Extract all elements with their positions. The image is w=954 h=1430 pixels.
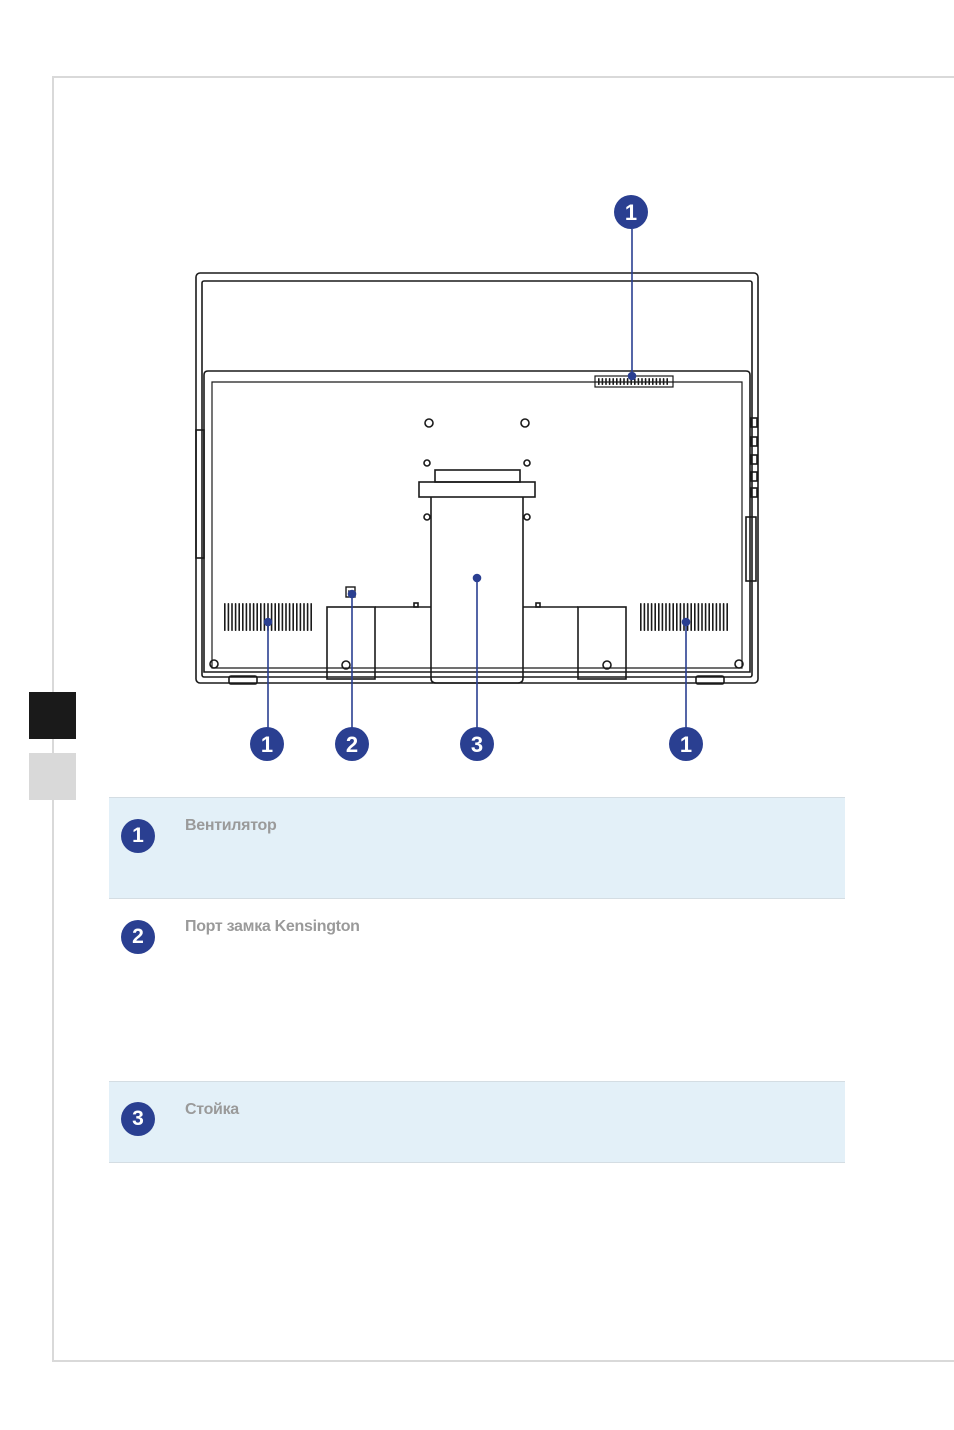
side-panel-right <box>746 517 756 581</box>
callout-number: 3 <box>471 732 483 757</box>
page-frame-bottom <box>52 1360 954 1362</box>
callout-number: 1 <box>625 200 637 225</box>
item-row-stand: 3 Стойка <box>109 1081 845 1163</box>
item-number-badge: 2 <box>121 920 155 954</box>
item-label: Стойка <box>185 1101 239 1119</box>
callout-fan-left: 1 <box>250 727 284 761</box>
item-label: Порт замка Kensington <box>185 918 360 936</box>
item-row-fan: 1 Вентилятор <box>109 797 845 899</box>
callout-number: 2 <box>346 732 358 757</box>
item-number-badge: 3 <box>121 1102 155 1136</box>
callout-fan-right: 1 <box>669 727 703 761</box>
callout-fan-top: 1 <box>614 195 648 229</box>
item-row-kensington: 2 Порт замка Kensington <box>109 899 845 1081</box>
item-label: Вентилятор <box>185 817 276 835</box>
callout-number: 1 <box>680 732 692 757</box>
vent-right <box>640 603 728 631</box>
callout-stand: 3 <box>460 727 494 761</box>
callout-number: 1 <box>261 732 273 757</box>
stand-hinge <box>435 470 520 482</box>
rear-view-diagram: 1 1 2 3 1 <box>0 0 954 790</box>
stand-bracket <box>419 482 535 497</box>
callout-kensington: 2 <box>335 727 369 761</box>
item-number-badge: 1 <box>121 819 155 853</box>
